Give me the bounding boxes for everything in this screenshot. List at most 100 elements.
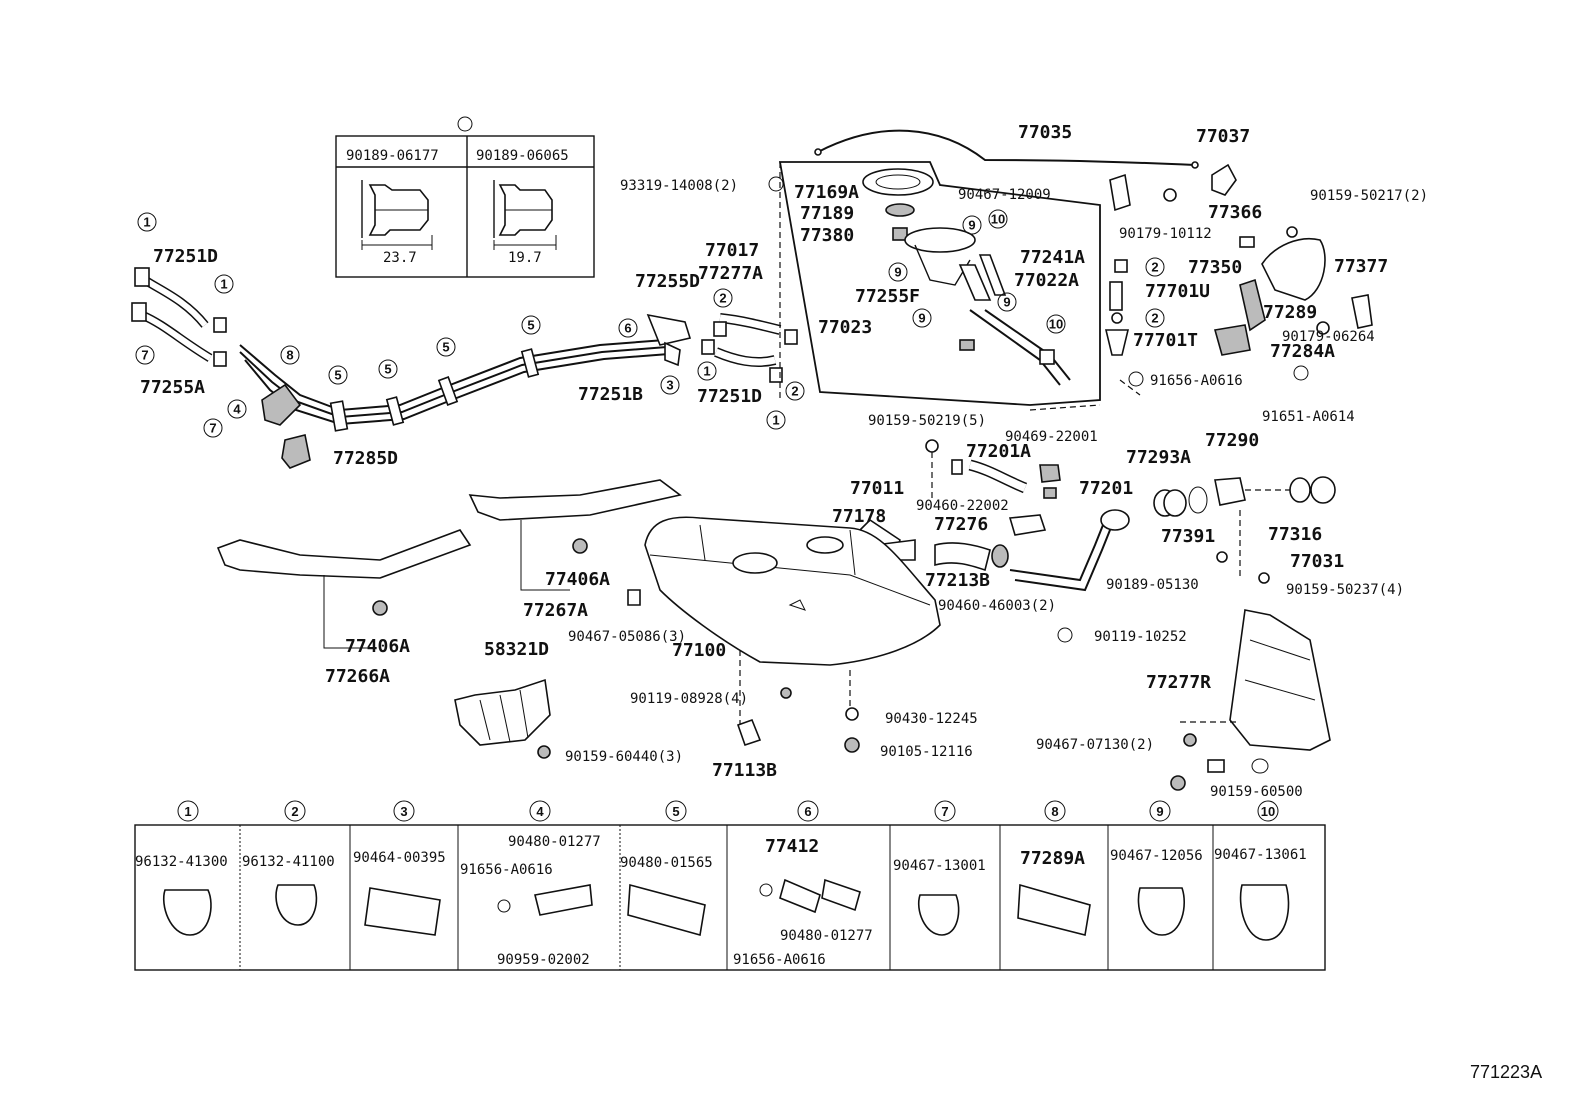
part-label: 77169A <box>794 182 859 203</box>
part-label: 77267A <box>523 600 588 621</box>
legend-number-9: 9 <box>1149 800 1171 822</box>
svg-text:7: 7 <box>941 804 948 819</box>
part-label: 77255A <box>140 377 205 398</box>
svg-text:6: 6 <box>624 321 631 336</box>
svg-text:2: 2 <box>1151 260 1158 275</box>
svg-text:10: 10 <box>1261 804 1275 819</box>
svg-text:1: 1 <box>772 413 779 428</box>
callout-marker: 4 <box>227 399 247 419</box>
legend-part-number: 90959-02002 <box>497 952 590 968</box>
svg-text:5: 5 <box>334 368 341 383</box>
part-label: 77406A <box>545 569 610 590</box>
svg-text:1: 1 <box>703 364 710 379</box>
part-label: 77037 <box>1196 126 1250 147</box>
part-label: 77201A <box>966 441 1031 462</box>
callout-marker: 1 <box>697 361 717 381</box>
legend-number-2: 2 <box>284 800 306 822</box>
svg-text:5: 5 <box>384 362 391 377</box>
b-marker-icon <box>1057 627 1073 643</box>
callout-marker: 1 <box>214 274 234 294</box>
legend-number-6: 6 <box>797 800 819 822</box>
part-label: 90189-05130 <box>1106 577 1199 593</box>
callout-marker: 2 <box>713 288 733 308</box>
callout-marker: 10 <box>988 209 1008 229</box>
legend-number-3: 3 <box>393 800 415 822</box>
part-label: 90159-50237(4) <box>1286 582 1404 598</box>
legend-part-number: 90464-00395 <box>353 850 446 866</box>
callout-marker: 5 <box>378 359 398 379</box>
callout-marker: 2 <box>1145 308 1165 328</box>
legend-part-number: 90467-13001 <box>893 858 986 874</box>
callout-marker: 5 <box>328 365 348 385</box>
callout-marker: 7 <box>135 345 155 365</box>
svg-text:7: 7 <box>209 421 216 436</box>
part-label: 77289 <box>1263 302 1317 323</box>
svg-text:9: 9 <box>1003 295 1010 310</box>
callout-marker: 3 <box>660 375 680 395</box>
fuel-tube-assembly <box>131 267 798 469</box>
part-label: 77035 <box>1018 122 1072 143</box>
fuel-tank <box>644 516 941 747</box>
grommet-right-icon <box>493 180 557 250</box>
part-label: 77251D <box>697 386 762 407</box>
part-label: 77241A <box>1020 247 1085 268</box>
inset-left-part: 90189-06177 <box>346 148 439 164</box>
part-label: 77266A <box>325 666 390 687</box>
svg-text:4: 4 <box>536 804 544 819</box>
svg-text:3: 3 <box>400 804 407 819</box>
part-label: 77201 <box>1079 478 1133 499</box>
pump-area <box>778 129 1373 411</box>
part-label: 77316 <box>1268 524 1322 545</box>
part-label: 90467-07130(2) <box>1036 737 1154 753</box>
svg-text:8: 8 <box>1051 804 1058 819</box>
inset-right-dim: 19.7 <box>508 250 542 266</box>
callout-marker: 2 <box>785 381 805 401</box>
callout-marker: 9 <box>962 215 982 235</box>
diagram-reference-code: 771223A <box>1470 1062 1542 1082</box>
callout-marker: 9 <box>888 262 908 282</box>
svg-text:1: 1 <box>184 804 191 819</box>
s-marker-icon <box>768 176 784 192</box>
part-label: 77380 <box>800 225 854 246</box>
part-label: 90469-22001 <box>1005 429 1098 445</box>
svg-text:10: 10 <box>1049 317 1063 332</box>
svg-text:1: 1 <box>143 215 150 230</box>
part-label: 77251B <box>578 384 643 405</box>
part-label: 77017 <box>705 240 759 261</box>
part-label: 91651-A0614 <box>1262 409 1355 425</box>
part-label: 90179-10112 <box>1119 226 1212 242</box>
legend-part-number: 90480-01277 <box>780 928 873 944</box>
callout-marker: 8 <box>280 345 300 365</box>
svg-text:2: 2 <box>291 804 298 819</box>
legend-part-number: 96132-41100 <box>242 854 335 870</box>
s-marker-icon <box>1128 371 1144 387</box>
callout-marker: 5 <box>521 315 541 335</box>
grommet-left-icon <box>361 180 433 250</box>
legend-part-number: 90480-01565 <box>620 855 713 871</box>
svg-text:9: 9 <box>918 311 925 326</box>
part-label: 77113B <box>712 760 777 781</box>
part-label: 90119-08928(4) <box>630 691 748 707</box>
part-label: 77255D <box>635 271 700 292</box>
part-label: 90460-22002 <box>916 498 1009 514</box>
svg-text:8: 8 <box>286 348 293 363</box>
part-label: 77022A <box>1014 270 1079 291</box>
legend-part-number: 90480-01277 <box>508 834 601 850</box>
part-label: 77701U <box>1145 281 1210 302</box>
part-label: 77276 <box>934 514 988 535</box>
legend-clamp-icons <box>163 878 1290 941</box>
svg-text:2: 2 <box>791 384 798 399</box>
legend-number-4: 4 <box>529 800 551 822</box>
legend-part-number: 90467-12056 <box>1110 848 1203 864</box>
svg-text:2: 2 <box>719 291 726 306</box>
inset-right-part: 90189-06065 <box>476 148 569 164</box>
svg-text:9: 9 <box>968 218 975 233</box>
part-label: 77366 <box>1208 202 1262 223</box>
part-label: 77178 <box>832 506 886 527</box>
part-label: 77011 <box>850 478 904 499</box>
legend-part-number: 91656-A0616 <box>733 952 826 968</box>
tank-bands <box>216 479 682 649</box>
tank-protectors <box>454 609 1331 791</box>
